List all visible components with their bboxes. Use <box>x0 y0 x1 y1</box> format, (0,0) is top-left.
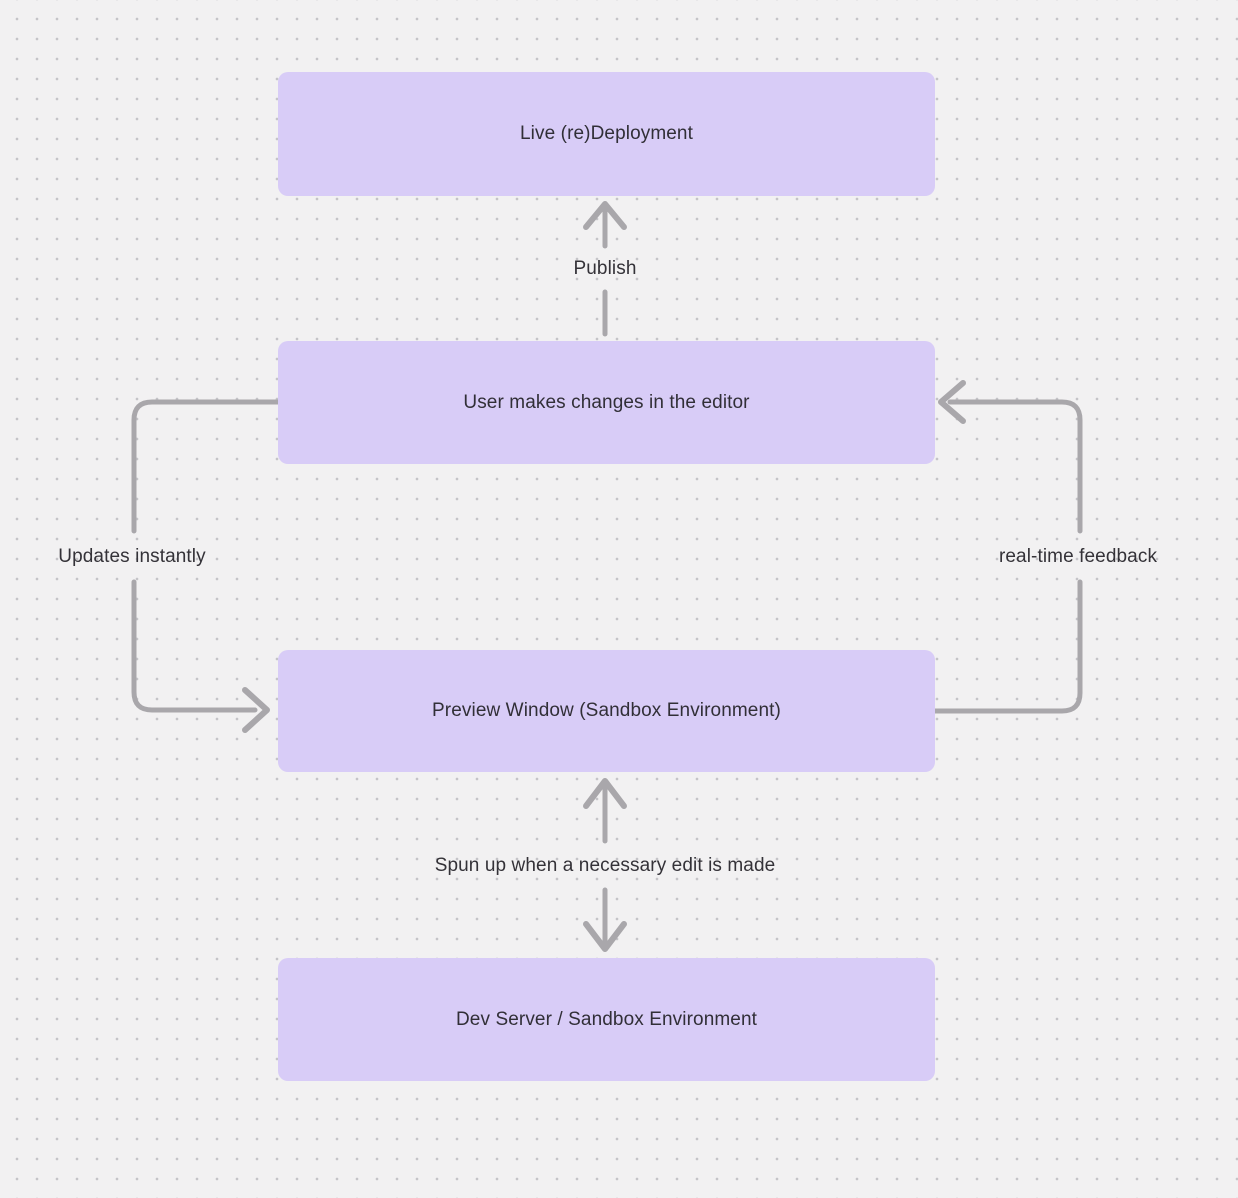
node-user-editor: User makes changes in the editor <box>278 341 935 464</box>
node-dev-server: Dev Server / Sandbox Environment <box>278 958 935 1081</box>
node-user-editor-label: User makes changes in the editor <box>463 391 750 413</box>
edge-label-publish: Publish <box>573 258 637 279</box>
edge-label-updates-instantly: Updates instantly <box>58 546 206 567</box>
node-live-redeployment-label: Live (re)Deployment <box>520 123 693 144</box>
node-preview-window: Preview Window (Sandbox Environment) <box>278 650 935 772</box>
node-dev-server-label: Dev Server / Sandbox Environment <box>455 1008 757 1030</box>
edge-label-spun-up: Spun up when a necessary edit is made <box>434 855 776 876</box>
edge-label-realtime-feedback: real-time feedback <box>998 546 1158 567</box>
node-preview-window-label: Preview Window (Sandbox Environment) <box>432 700 781 721</box>
node-live-redeployment: Live (re)Deployment <box>278 72 935 196</box>
